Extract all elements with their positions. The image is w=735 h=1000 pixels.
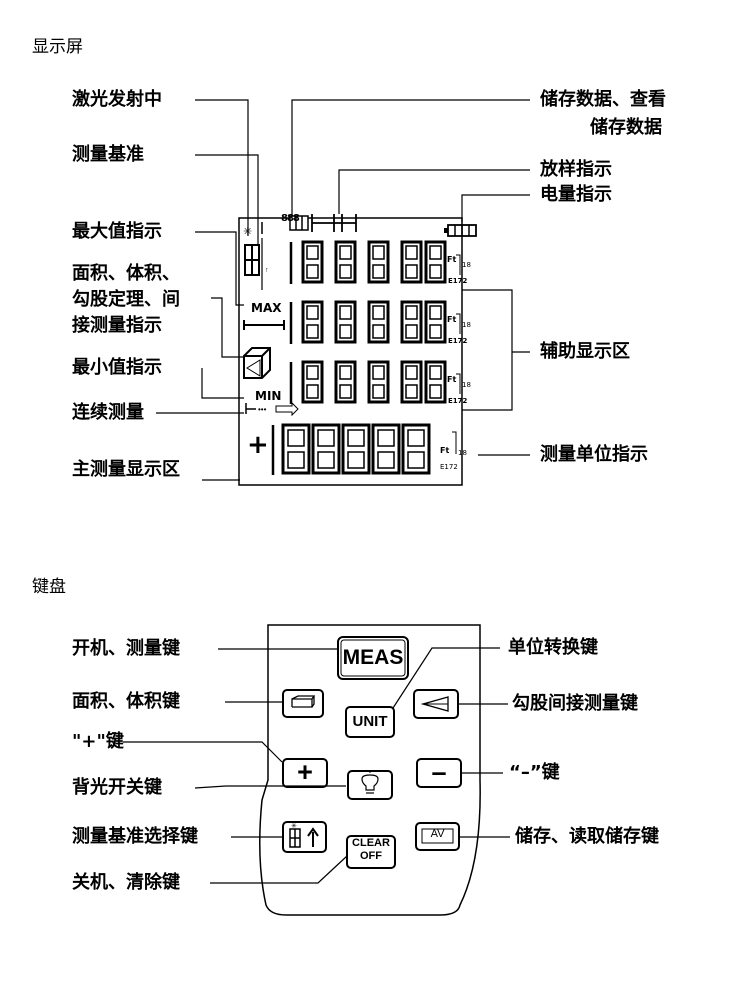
clear-key-line1: CLEAR	[352, 837, 390, 849]
label-store-data-1: 储存数据、查看	[540, 89, 666, 110]
label-store-data-2: 储存数据	[590, 117, 662, 138]
label-aux-display-area: 辅助显示区	[540, 341, 630, 362]
label-measure-reference: 测量基准	[72, 144, 144, 165]
clear-off-button[interactable]: CLEAR OFF	[347, 837, 395, 863]
svg-text:•••: •••	[258, 405, 267, 414]
backlight-button[interactable]	[348, 771, 392, 799]
label-power-measure-key: 开机、测量键	[72, 638, 180, 659]
area-measure-bracket	[243, 320, 285, 330]
plus-button[interactable]: +	[297, 757, 313, 787]
label-minus-key: “–”键	[509, 762, 560, 783]
label-off-clear-key: 关机、清除键	[72, 872, 180, 893]
label-backlight-key: 背光开关键	[72, 777, 162, 798]
volume-box-icon	[243, 347, 271, 379]
unit-18-2: 18	[462, 321, 471, 329]
label-pythagoras-key: 勾股间接测量键	[512, 693, 638, 714]
label-stakeout-indicator: 放样指示	[540, 159, 612, 180]
unit-ft-main: Ft	[440, 446, 450, 455]
label-area-volume-key: 面积、体积键	[72, 691, 180, 712]
keypad-body	[259, 624, 481, 916]
memory-indicator	[289, 215, 309, 231]
laser-icon: ✳	[243, 222, 263, 238]
backlight-key-shape	[347, 770, 393, 800]
reference-select-button[interactable]	[283, 822, 326, 852]
svg-text:✳: ✳	[291, 822, 297, 830]
leader-lines	[156, 99, 530, 481]
lcd-memory-digits: 888	[281, 213, 300, 224]
label-min-indicator: 最小值指示	[72, 357, 162, 378]
lcd-plus-sign: +	[247, 430, 269, 460]
pythagoras-key-shape	[413, 689, 459, 719]
label-plus-key: "+"键	[72, 731, 124, 752]
label-area-volume-1: 面积、体积、	[72, 263, 180, 284]
reference-icon: ↑	[244, 238, 269, 290]
unit-ft-2: Ft	[447, 315, 457, 324]
keypad-section-title: 键盘	[32, 577, 66, 597]
label-battery-indicator: 电量指示	[540, 184, 612, 205]
aux-row-2	[289, 300, 447, 344]
lcd-max-text: MAX	[251, 301, 282, 315]
label-max-indicator: 最大值指示	[72, 221, 162, 242]
area-volume-button[interactable]	[283, 690, 323, 717]
aux-row-1	[289, 240, 447, 284]
unit-ft-3: Ft	[447, 375, 457, 384]
label-area-volume-3: 接测量指示	[72, 315, 162, 336]
label-store-read-key: 储存、读取储存键	[515, 826, 659, 847]
main-row	[271, 423, 431, 475]
unit-brackets	[452, 254, 461, 454]
aux-row-3	[289, 360, 447, 404]
label-laser-emitting: 激光发射中	[72, 89, 162, 110]
clear-key-shape	[346, 835, 396, 869]
unit-18-1: 18	[462, 261, 471, 269]
svg-text:↑: ↑	[265, 267, 269, 274]
unit-key-shape	[345, 706, 395, 738]
continuous-icon: •••	[245, 401, 299, 417]
label-area-volume-2: 勾股定理、间	[72, 289, 180, 310]
lcd-min-text: MIN	[255, 389, 282, 403]
unit-e172-2: E172	[448, 337, 468, 345]
reference-key-shape: ✳	[282, 821, 327, 853]
label-main-display-area: 主测量显示区	[72, 459, 180, 480]
label-unit-switch-key: 单位转换键	[508, 637, 598, 658]
keypad-leader-lines	[123, 647, 510, 884]
meas-button[interactable]: MEAS	[342, 646, 404, 669]
pythagoras-button[interactable]	[414, 690, 458, 718]
stakeout-indicator	[311, 214, 357, 232]
unit-e172-3: E172	[448, 397, 468, 405]
minus-button[interactable]: –	[431, 757, 447, 787]
unit-button[interactable]: UNIT	[352, 713, 388, 730]
label-continuous-measure: 连续测量	[72, 402, 144, 423]
battery-icon	[444, 224, 477, 237]
display-section-title: 显示屏	[32, 37, 83, 57]
unit-18-main: 18	[458, 449, 467, 457]
lcd-frame	[238, 217, 463, 486]
label-unit-indicator: 测量单位指示	[540, 444, 648, 465]
unit-18-3: 18	[462, 381, 471, 389]
clear-key-line2: OFF	[360, 850, 382, 862]
label-reference-select-key: 测量基准选择键	[72, 826, 198, 847]
unit-e172-main: E172	[440, 463, 458, 471]
unit-ft-1: Ft	[447, 255, 457, 264]
unit-e172-1: E172	[448, 277, 468, 285]
plus-key-shape	[282, 758, 328, 788]
meas-key-shape	[337, 636, 409, 680]
minus-key-shape	[416, 758, 462, 788]
area-key-shape	[282, 689, 324, 718]
store-read-button[interactable]: AV	[430, 828, 445, 840]
